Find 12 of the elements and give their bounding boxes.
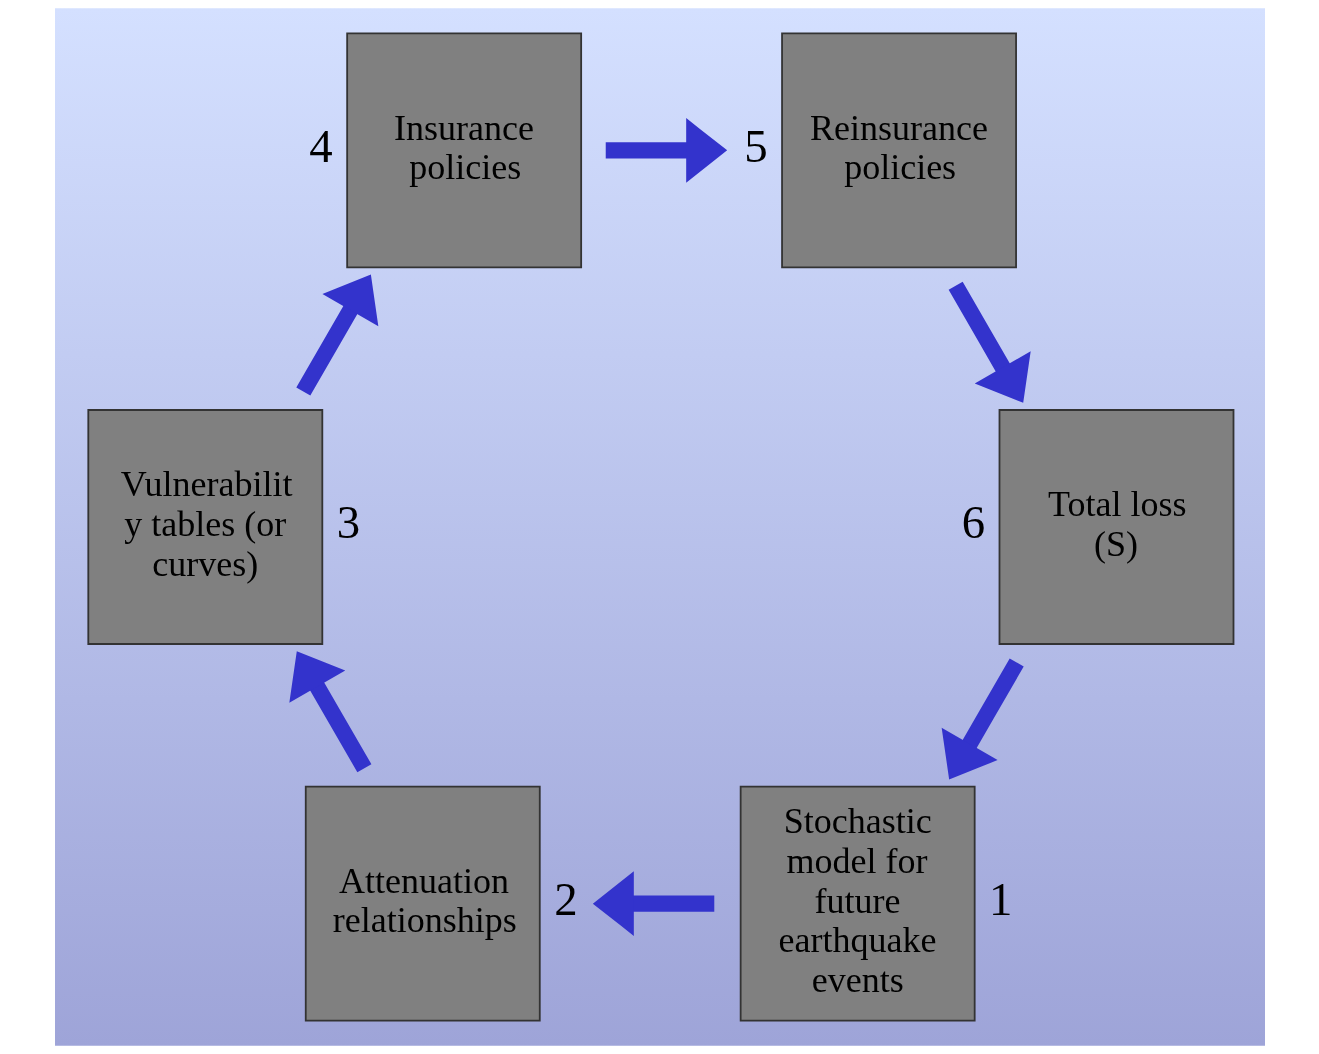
- arrow: [288, 651, 371, 773]
- node-label: 2: [553, 872, 578, 925]
- node-label: 5: [743, 119, 768, 172]
- arrow: [295, 274, 378, 396]
- arrow: [605, 118, 727, 183]
- node-label: 6: [961, 496, 985, 549]
- arrow: [948, 281, 1031, 403]
- node-label: 4: [308, 119, 333, 172]
- arrow: [592, 871, 714, 936]
- node-label: 3: [336, 496, 360, 549]
- node-label: 1: [988, 872, 1012, 925]
- arrow: [941, 658, 1024, 780]
